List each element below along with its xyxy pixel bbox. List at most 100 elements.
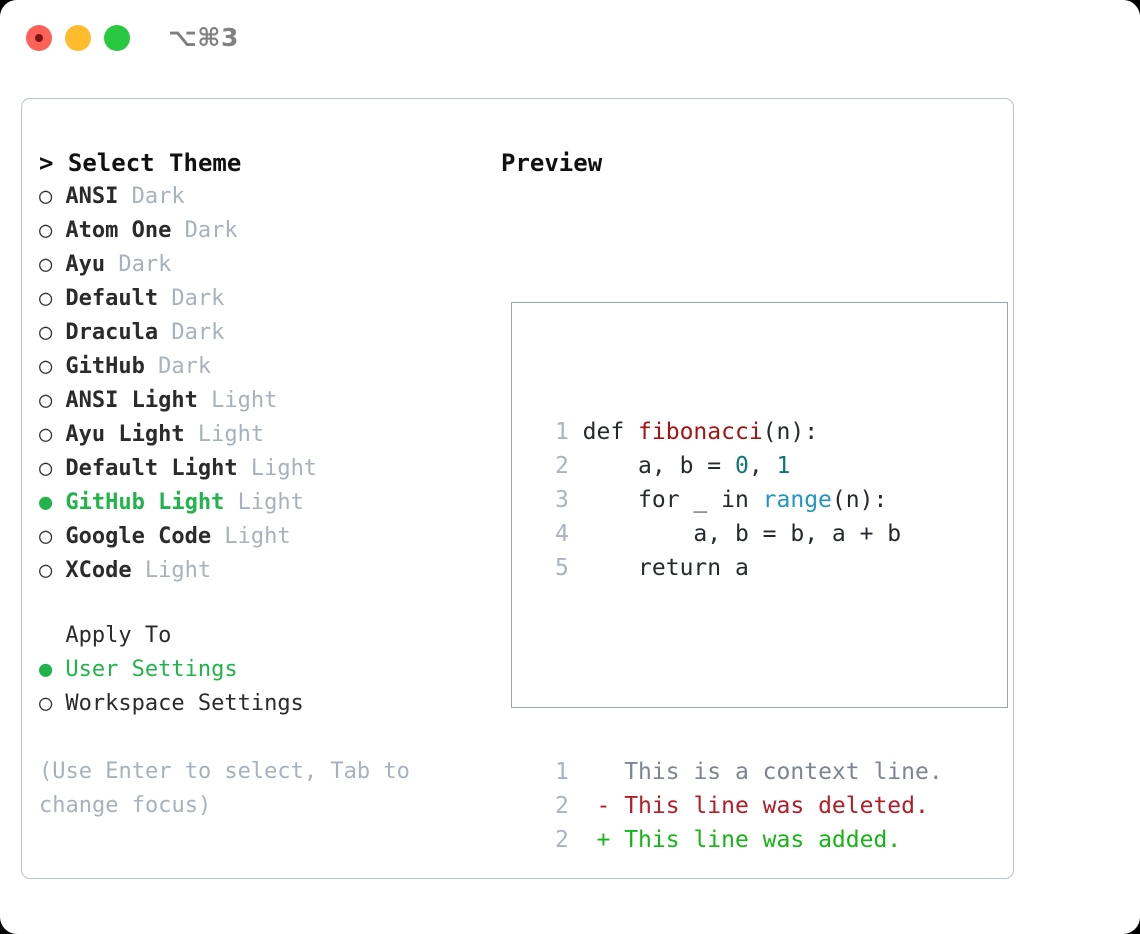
- diff-line-text: This line was deleted.: [610, 793, 929, 819]
- code-line: 4 a, b = b, a + b: [532, 517, 943, 551]
- code-token-plain: (n):: [831, 487, 888, 513]
- code-line-number: 4: [554, 521, 569, 547]
- code-line: 3 for _ in range(n):: [532, 483, 943, 517]
- theme-option-kind-tag: Dark: [118, 252, 172, 277]
- theme-option-dracula[interactable]: ○ Dracula Dark: [39, 316, 499, 350]
- theme-option-kind-tag: Light: [250, 456, 318, 481]
- theme-option-kind-tag: Light: [211, 388, 278, 413]
- theme-option-label: Ayu Light: [65, 422, 185, 447]
- apply-to-option-label: User Settings: [65, 657, 238, 682]
- theme-list: ○ANSI Dark○Atom One Dark○Ayu Dark○Defaul…: [39, 180, 499, 588]
- code-token-keyword: def: [582, 419, 639, 445]
- code-token-plain: for _ in: [582, 487, 763, 513]
- apply-to-marker-spacer: [39, 619, 65, 653]
- radio-unselected-icon: ○: [39, 524, 53, 549]
- spacer-2: [39, 721, 499, 755]
- radio-unselected-icon: ○: [39, 422, 53, 447]
- diff-line-added: 2 + This line was added.: [532, 823, 943, 857]
- keyboard-shortcut-label: ⌥⌘3: [168, 23, 239, 52]
- radio-unselected-icon: ○: [39, 218, 53, 243]
- diff-line-number: 2: [554, 793, 569, 819]
- code-token-plain: (n):: [762, 419, 819, 445]
- select-theme-heading: > Select Theme: [39, 149, 242, 177]
- theme-option-kind-tag: Light: [144, 558, 212, 583]
- radio-unselected-icon: ○: [39, 388, 53, 413]
- diff-line-text: This is a context line.: [610, 759, 943, 785]
- preview-pane: Preview: [501, 146, 1001, 180]
- theme-option-kind-tag: Dark: [184, 218, 238, 243]
- diff-line-number: 1: [554, 759, 569, 785]
- theme-option-github[interactable]: ○GitHub Dark: [39, 350, 499, 384]
- diff-marker: -: [596, 793, 611, 819]
- radio-unselected-icon: ○: [39, 252, 53, 277]
- code-token-number: 1: [776, 453, 791, 479]
- code-line: 2 a, b = 0, 1: [532, 449, 943, 483]
- minimize-window-button[interactable]: [65, 25, 91, 51]
- theme-option-kind-tag: Dark: [131, 184, 185, 209]
- diff-sample-block: 1 This is a context line.2 - This line w…: [532, 755, 943, 857]
- radio-unselected-icon: ○: [39, 456, 53, 481]
- diff-line-context: 1 This is a context line.: [532, 755, 943, 789]
- theme-option-atom-one[interactable]: ○ Atom One Dark: [39, 214, 499, 248]
- diff-marker: [597, 759, 611, 785]
- radio-unselected-icon: ○: [39, 320, 53, 345]
- theme-option-kind-tag: Light: [224, 524, 291, 549]
- theme-option-kind-tag: Dark: [171, 320, 225, 345]
- code-line-number: 3: [554, 487, 569, 513]
- theme-option-label: Dracula: [65, 320, 159, 345]
- code-token-plain: return a: [582, 555, 749, 581]
- theme-option-label: ANSI Light: [65, 388, 198, 413]
- code-line-number: 5: [554, 555, 569, 581]
- theme-option-kind-tag: Dark: [171, 286, 225, 311]
- theme-option-ayu-light[interactable]: ○ Ayu Light Light: [39, 418, 499, 452]
- traffic-light-group: [26, 25, 130, 51]
- apply-to-option-user-settings[interactable]: ●User Settings: [39, 653, 499, 687]
- apply-to-option-label: Workspace Settings: [65, 691, 304, 716]
- theme-option-label: Atom One: [65, 218, 172, 243]
- theme-option-default-light[interactable]: ○ Default Light Light: [39, 452, 499, 486]
- theme-option-label: ANSI: [65, 184, 119, 209]
- code-line: 5 return a: [532, 551, 943, 585]
- theme-option-ansi[interactable]: ○ANSI Dark: [39, 180, 499, 214]
- theme-option-label: Google Code: [65, 524, 212, 549]
- code-token-number: 0: [734, 453, 749, 479]
- close-window-button[interactable]: [26, 25, 52, 51]
- theme-option-github-light[interactable]: ●GitHub Light Light: [39, 486, 499, 520]
- main-panel: > Select Theme ○ANSI Dark○Atom One Dark○…: [21, 98, 1014, 879]
- theme-option-label: GitHub: [65, 354, 145, 379]
- theme-option-ansi-light[interactable]: ○ ANSI Light Light: [39, 384, 499, 418]
- apply-to-heading: Apply To: [39, 619, 499, 653]
- theme-option-ayu[interactable]: ○ Ayu Dark: [39, 248, 499, 282]
- theme-option-xcode[interactable]: ○ XCode Light: [39, 554, 499, 588]
- spacer: [39, 588, 499, 619]
- theme-option-google-code[interactable]: ○ Google Code Light: [39, 520, 499, 554]
- code-diff-spacer: [532, 653, 943, 687]
- theme-option-default[interactable]: ○Default Dark: [39, 282, 499, 316]
- diff-marker: +: [596, 827, 611, 853]
- radio-unselected-icon: ○: [39, 691, 53, 716]
- theme-option-label: Default Light: [65, 456, 238, 481]
- code-line-number: 2: [554, 453, 569, 479]
- code-line: 1 def fibonacci(n):: [532, 415, 943, 449]
- radio-selected-icon: ●: [39, 490, 53, 515]
- theme-option-label: XCode: [65, 558, 132, 583]
- theme-option-label: Ayu: [65, 252, 106, 277]
- apply-to-heading-label: Apply To: [65, 623, 172, 648]
- code-token-builtin_call: range: [762, 487, 832, 513]
- preview-heading: Preview: [501, 149, 603, 177]
- diff-line-deleted: 2 - This line was deleted.: [532, 789, 943, 823]
- theme-option-label: Default: [65, 286, 159, 311]
- diff-line-text: This line was added.: [610, 827, 902, 853]
- code-token-plain: a, b =: [582, 453, 735, 479]
- code-token-plain: ,: [748, 453, 777, 479]
- theme-selector-pane: > Select Theme ○ANSI Dark○Atom One Dark○…: [39, 146, 499, 823]
- theme-option-kind-tag: Light: [197, 422, 265, 447]
- keyboard-hint-text: (Use Enter to select, Tab to change focu…: [39, 759, 410, 818]
- maximize-window-button[interactable]: [104, 25, 130, 51]
- apply-to-option-workspace-settings[interactable]: ○ Workspace Settings: [39, 687, 499, 721]
- theme-option-kind-tag: Light: [237, 490, 304, 515]
- radio-unselected-icon: ○: [39, 558, 53, 583]
